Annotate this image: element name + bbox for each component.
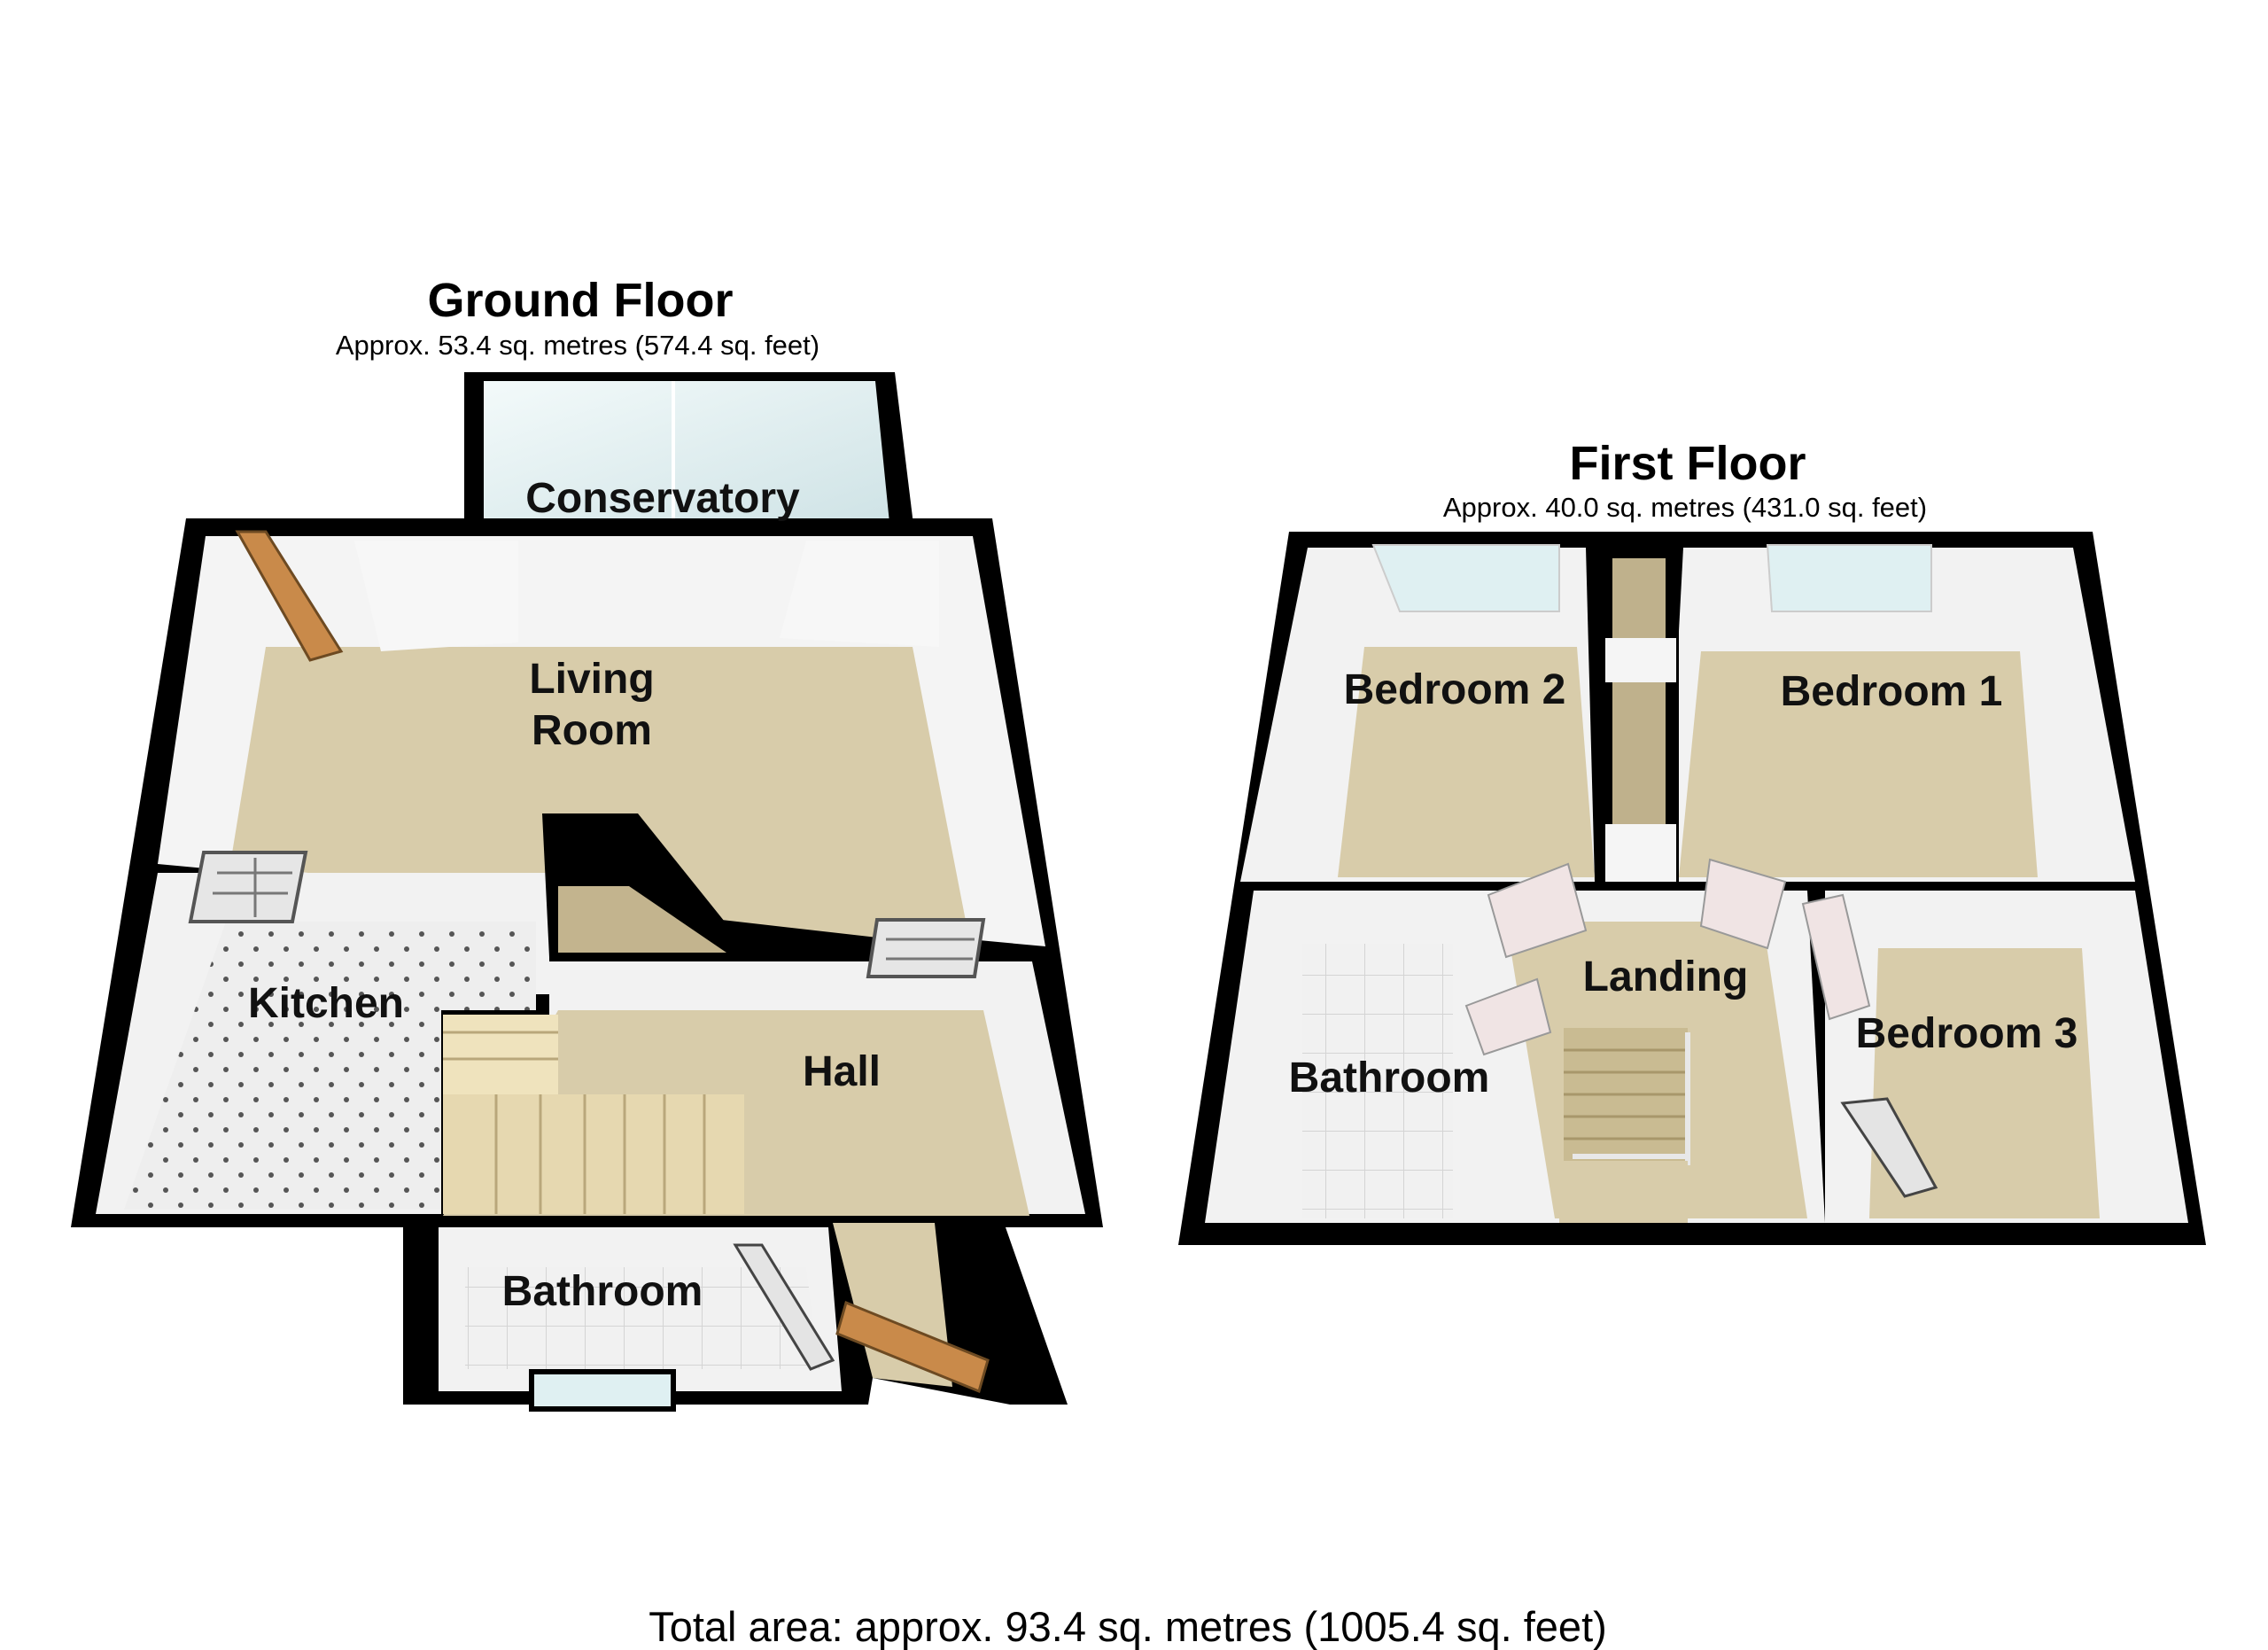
room-label-ground-bathroom: Bathroom	[502, 1268, 703, 1315]
bedroom-3-door	[1801, 893, 1871, 1021]
bedroom-3-carpet	[1869, 948, 2100, 1218]
room-label-kitchen: Kitchen	[248, 980, 404, 1027]
kitchen-floor	[124, 922, 536, 1210]
room-label-living-line2: Room	[532, 707, 652, 754]
hall-window	[866, 918, 986, 978]
kitchen-window	[188, 851, 308, 923]
bedroom-2-door	[1487, 862, 1588, 959]
conservatory-glass	[484, 381, 889, 523]
ground-floor-plan: Ground Floor Approx. 53.4 sq. metres (57…	[71, 274, 1103, 1412]
room-label-bedroom-1: Bedroom 1	[1781, 668, 2003, 715]
back-door	[235, 530, 344, 662]
bathroom-door	[733, 1243, 835, 1371]
room-label-hall: Hall	[803, 1048, 881, 1095]
room-label-conservatory: Conservatory	[525, 475, 800, 522]
bathroom-door-first	[1464, 977, 1552, 1056]
ground-bathroom-window	[529, 1369, 676, 1412]
room-label-first-bathroom: Bathroom	[1289, 1055, 1490, 1101]
cupboard-door	[1840, 1097, 1938, 1198]
front-door	[835, 1300, 990, 1394]
ground-floor-title: Ground Floor	[428, 274, 734, 327]
ground-floor-stairs	[443, 1015, 744, 1214]
bedroom-2-window	[1371, 544, 1560, 612]
first-floor-title: First Floor	[1570, 437, 1806, 490]
room-label-bedroom-3: Bedroom 3	[1856, 1010, 2078, 1057]
bedroom-1-carpet	[1679, 651, 2038, 877]
ground-floor-area: Approx. 53.4 sq. metres (574.4 sq. feet)	[336, 330, 819, 361]
first-floor-stairs	[1559, 1028, 1690, 1223]
stair-core-floor	[558, 886, 726, 953]
ground-bathroom-floor	[465, 1267, 819, 1369]
total-area: Total area: approx. 93.4 sq. metres (100…	[649, 1603, 1607, 1650]
bedroom-1-window	[1766, 544, 1932, 612]
room-label-bedroom-2: Bedroom 2	[1344, 666, 1566, 713]
bedroom-1-door	[1699, 858, 1787, 950]
first-floor-plan: First Floor Approx. 40.0 sq. metres (431…	[1178, 437, 2206, 1245]
room-label-living-line1: Living	[529, 656, 654, 703]
room-label-landing: Landing	[1583, 953, 1749, 1000]
bedroom-2-carpet	[1338, 647, 1595, 877]
first-floor-area: Approx. 40.0 sq. metres (431.0 sq. feet)	[1443, 492, 1927, 523]
